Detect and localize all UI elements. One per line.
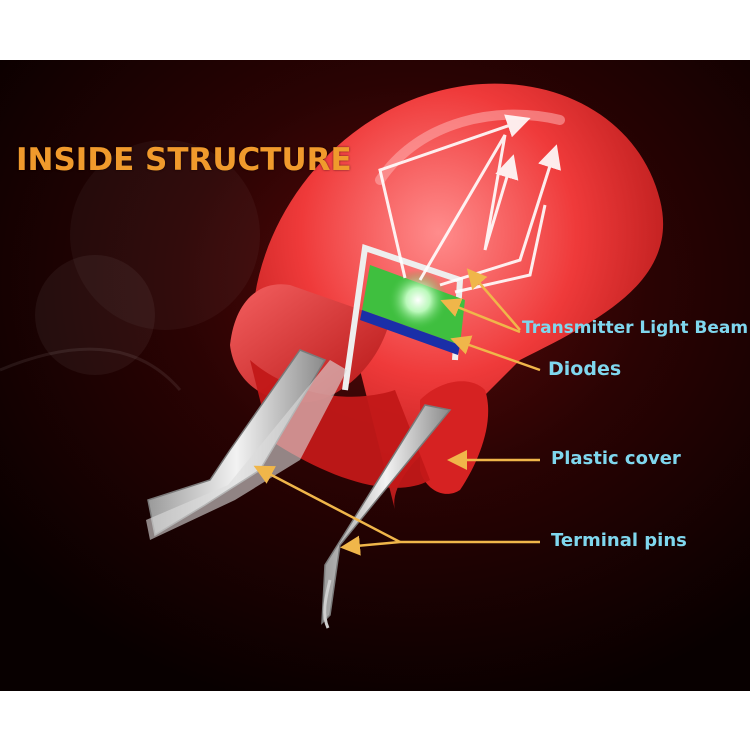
- beam-ray: [378, 114, 531, 279]
- diode-chip: [360, 265, 465, 355]
- pointer-light-beam-a: [466, 268, 521, 331]
- beam-ray: [418, 134, 519, 281]
- chip-base: [360, 310, 460, 355]
- label-plastic-cover: Plastic cover: [551, 448, 681, 469]
- pointer-lines: [253, 268, 541, 556]
- label-terminal-pins: Terminal pins: [551, 530, 687, 551]
- terminal-pins: [146, 349, 452, 629]
- bokeh-circle: [70, 140, 260, 330]
- dome-highlight: [375, 109, 565, 185]
- beam-ray: [439, 144, 561, 287]
- pointer-pin-left: [253, 465, 401, 544]
- pointer-pin-right: [340, 535, 401, 556]
- pointer-diodes: [450, 335, 541, 372]
- led-illustration: [0, 60, 750, 691]
- light-emission: [388, 270, 448, 330]
- pointer-light-beam-b: [440, 298, 521, 334]
- diagram-title: INSIDE STRUCTURE: [16, 142, 352, 178]
- diagram-canvas: INSIDE STRUCTURE Transmitter Light Beam …: [0, 60, 750, 691]
- pin-right: [321, 404, 452, 625]
- label-transmitter-light-beam: Transmitter Light Beam: [522, 318, 749, 338]
- pin-left-shade: [146, 360, 347, 540]
- light-streak: [0, 347, 182, 391]
- label-diodes: Diodes: [548, 358, 622, 380]
- pin-right-tip: [323, 579, 332, 629]
- bokeh-circle: [35, 255, 155, 375]
